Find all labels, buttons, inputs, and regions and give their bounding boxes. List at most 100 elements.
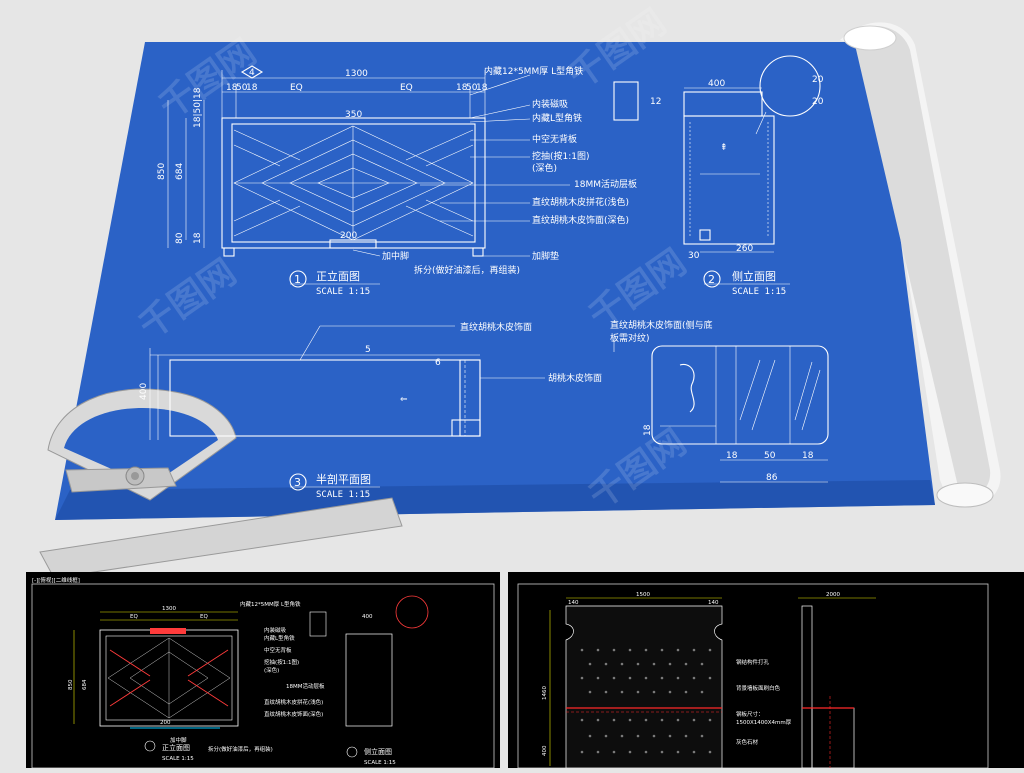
- cad-label-0: 内藏12*5MM厚 L型角铁: [240, 600, 301, 608]
- cad-right-panel-shape: [565, 605, 723, 769]
- cad-right-label-1: 背景墙板面刷白色: [736, 684, 781, 692]
- section-title: 半剖平面图: [316, 472, 371, 486]
- dim-left-small-b: 50: [236, 83, 248, 93]
- section-detail-50: 50: [764, 451, 776, 461]
- cad-left-header: [-][俯视][二维线框]: [32, 576, 80, 584]
- cad-left-dim-bottom: 200: [160, 720, 171, 726]
- cad-right-dim-width: 1500: [636, 592, 650, 598]
- cad-right-dim-right: 140: [708, 600, 719, 606]
- dim-left-small-a: 18: [226, 83, 238, 93]
- cad-front-title: 正立面图: [162, 743, 190, 752]
- dim-left-small-c: 18: [246, 83, 258, 93]
- cad-right-label-0: 钢结构件打孔: [736, 658, 770, 666]
- dot-pattern: [580, 648, 712, 754]
- front-title: 正立面图: [316, 269, 360, 283]
- side-detail-12: 12: [650, 97, 661, 107]
- cad-side-title: 侧立面图: [364, 747, 392, 756]
- cad-right-dim-height: 1460: [542, 686, 548, 700]
- marker-diamond: [240, 65, 264, 79]
- title-circle-3: [289, 473, 307, 491]
- cad-label-8: 直纹胡桃木皮饰面(深色): [264, 710, 323, 718]
- cad-left-dim-eq-left: EQ: [130, 614, 138, 620]
- section-label-grain-2: 板需对纹): [610, 332, 650, 344]
- section-label-veneer: 直纹胡桃木皮饰面: [460, 321, 532, 333]
- cad-label-6: 18MM活动层板: [286, 682, 325, 690]
- label-magnet: 内装磁吸: [532, 98, 568, 110]
- label-dark-veneer: 直纹胡桃木皮饰面(深色): [532, 214, 629, 226]
- section-detail-18a: 18: [726, 451, 738, 461]
- side-title-number: 2: [708, 273, 715, 286]
- front-title-number: 1: [294, 273, 301, 286]
- cad-left-dim-eq-right: EQ: [200, 614, 208, 620]
- section-dim-6: 6: [435, 358, 441, 368]
- section-plan-drawing: 400 ⇐ 5 6 直纹胡桃木皮饰面 胡桃木皮饰面 直纹胡桃木皮饰面(侧与底 板…: [139, 319, 829, 500]
- cabinet-inner-frame: [231, 123, 476, 243]
- section-title-number: 3: [294, 476, 301, 489]
- label-light-veneer: 直纹胡桃木皮拼花(浅色): [532, 196, 629, 208]
- cad-left-dim-width: 1300: [162, 606, 176, 612]
- side-detail-circle: [759, 55, 821, 117]
- dim-height-panel: 684: [175, 163, 185, 180]
- cad-label-3: 中空无背板: [264, 646, 292, 654]
- herringbone-pattern: [233, 125, 474, 241]
- cad-label-9: 加中脚: [170, 736, 187, 744]
- paper-roll: [840, 22, 1001, 508]
- svg-text:⇞: ⇞: [720, 143, 728, 153]
- dim-right-small-b: 50: [466, 83, 478, 93]
- label-pull: 挖抽(按1:1图): [532, 150, 590, 162]
- dim-width: 1300: [345, 69, 368, 79]
- section-scale: SCALE 1:15: [316, 490, 370, 500]
- dim-eq-left: EQ: [290, 83, 303, 93]
- title-circle-2: [703, 270, 721, 288]
- section-detail-box: [651, 345, 829, 445]
- cad-left-dim-side: 400: [362, 614, 373, 620]
- label-split-note: 拆分(做好油漆后，再组装): [414, 264, 520, 276]
- label-inner-angle: 内藏L型角铁: [532, 112, 582, 124]
- section-detail-86: 86: [766, 473, 778, 483]
- dim-eq-right: EQ: [400, 83, 413, 93]
- side-body: [683, 115, 775, 245]
- dim-bottom-center: 200: [340, 231, 357, 241]
- section-detail-18c: 18: [802, 451, 814, 461]
- cad-label-7: 直纹胡桃木皮拼花(浅色): [264, 698, 323, 706]
- cad-label-10: 拆分(做好油漆后，再组装): [208, 745, 273, 753]
- section-detail-18b: 18: [643, 424, 653, 436]
- side-detail-a: 20: [812, 75, 824, 85]
- cad-left-dim-height: 850: [68, 679, 74, 690]
- dim-right-small-a: 18: [456, 83, 468, 93]
- side-elevation-drawing: 400 ⇞ 260 30 20 20 12 2 侧立面图 SCALE 1:15: [613, 55, 824, 297]
- marker-top-number: 4: [249, 68, 255, 78]
- cad-right-dim-side: 2000: [826, 592, 840, 598]
- cad-right-dim-bottom-a: 400: [542, 745, 548, 756]
- dim-height-bottom-b: 18: [193, 232, 203, 244]
- cad-label-5: (深色): [264, 666, 279, 674]
- dim-inner-center: 350: [345, 110, 362, 120]
- cad-label-2: 内藏L型角铁: [264, 634, 295, 642]
- svg-text:⇐: ⇐: [400, 395, 408, 405]
- cad-label-4: 挖抽(按1:1图): [264, 658, 299, 666]
- label-pull-dark: (深色): [532, 162, 557, 174]
- side-dim-top: 400: [708, 79, 725, 89]
- side-dim-bottom-left: 30: [688, 251, 700, 261]
- cad-label-1: 内装磁吸: [264, 626, 287, 634]
- side-dim-bottom: 260: [736, 244, 753, 254]
- dim-right-small-c: 18: [476, 83, 488, 93]
- section-dim-depth: 400: [139, 383, 149, 400]
- cad-right-label-4: 灰色石材: [736, 738, 759, 746]
- front-elevation-drawing: 1300 EQ EQ 18 50 18 18 50 18 4 350: [157, 65, 637, 297]
- cad-right-dim-left: 140: [568, 600, 579, 606]
- front-scale: SCALE 1:15: [316, 287, 370, 297]
- label-mid-foot: 加中脚: [382, 250, 409, 262]
- section-label-walnut: 胡桃木皮饰面: [548, 372, 602, 384]
- label-hollow-back: 中空无背板: [532, 133, 577, 145]
- section-label-grain: 直纹胡桃木皮饰面(侧与底: [610, 319, 713, 331]
- cad-side-scale: SCALE 1:15: [364, 760, 396, 766]
- cad-front-scale: SCALE 1:15: [162, 756, 194, 762]
- cad-left-panel: [-][俯视][二维线框] 1300 EQ EQ 850 684 200 内藏1…: [26, 572, 500, 769]
- side-scale: SCALE 1:15: [732, 287, 786, 297]
- cad-left-dim-panel: 684: [82, 679, 88, 690]
- section-dim-5: 5: [365, 345, 371, 355]
- side-title: 侧立面图: [732, 269, 776, 283]
- dim-height-top: 18|50|18: [193, 87, 203, 128]
